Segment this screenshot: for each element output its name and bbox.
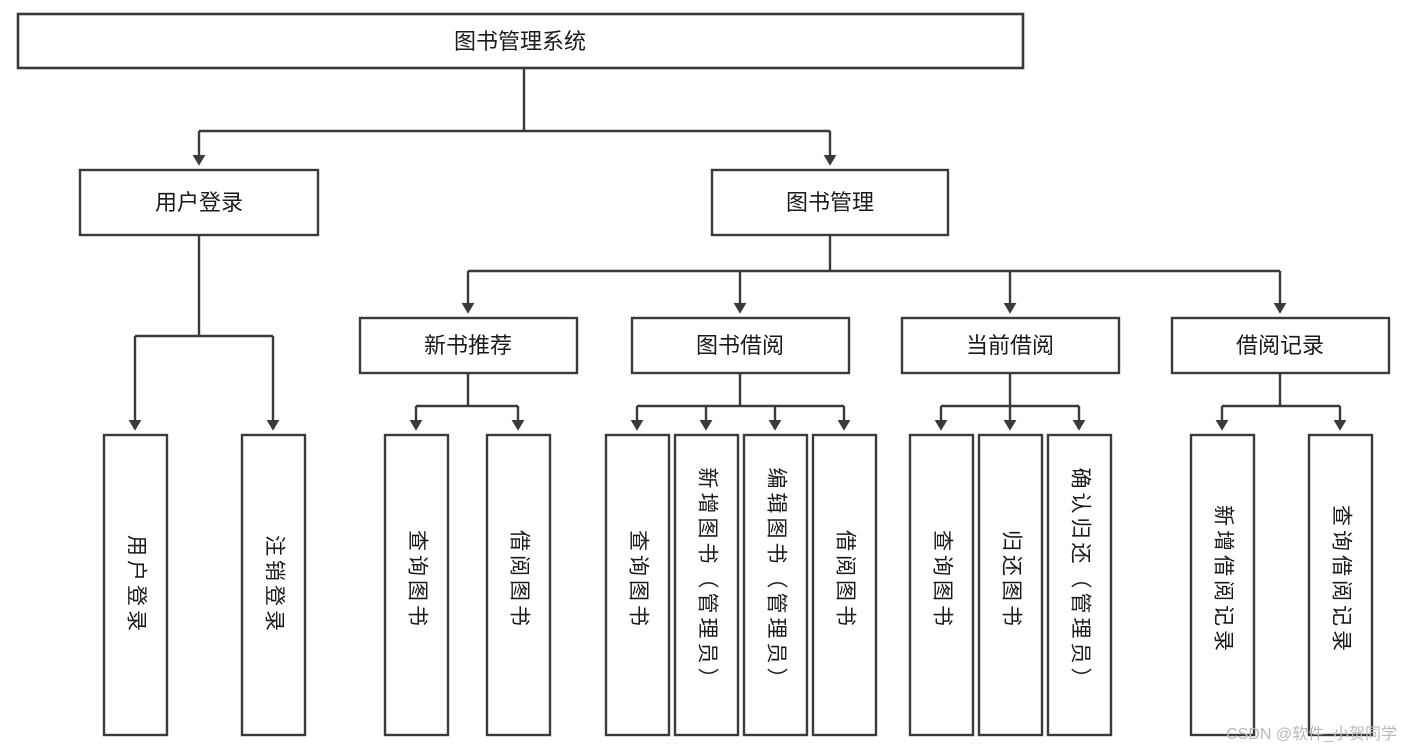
node-leaf-borrow-book-1-box[interactable]: [485, 433, 552, 737]
node-leaf-borrow-book-2-label: 借阅图书: [833, 530, 856, 630]
node-leaf-borrow-book-2[interactable]: 借阅图书: [811, 433, 878, 737]
node-leaf-query-book-2-label: 查询图书: [626, 530, 649, 630]
node-records[interactable]: 借阅记录: [1170, 316, 1391, 375]
node-bookmgmt-label: 图书管理: [786, 190, 874, 215]
node-current-box[interactable]: [900, 316, 1121, 375]
node-leaf-user-login-box[interactable]: [102, 433, 169, 737]
node-records-box[interactable]: [1170, 316, 1391, 375]
node-newbook-label: 新书推荐: [424, 333, 512, 358]
node-leaf-return-book-box[interactable]: [977, 433, 1044, 737]
node-login[interactable]: 用户登录: [78, 168, 320, 237]
node-login-box[interactable]: [78, 168, 320, 237]
node-leaf-query-book-3-label: 查询图书: [930, 530, 953, 630]
node-leaf-return-book-label: 归还图书: [999, 530, 1022, 630]
node-leaf-query-book-1-box[interactable]: [383, 433, 450, 737]
node-leaf-edit-book-label: 编辑图书（管理员）: [764, 468, 787, 693]
node-leaf-user-logout[interactable]: 注销登录: [240, 433, 307, 737]
node-leaf-add-record-box[interactable]: [1189, 433, 1256, 737]
node-leaf-user-login-label: 用户登录: [124, 535, 147, 635]
node-leaf-query-record-box[interactable]: [1307, 433, 1374, 737]
node-leaf-user-logout-box[interactable]: [240, 433, 307, 737]
node-leaf-confirm-return-box[interactable]: [1046, 433, 1113, 737]
node-root[interactable]: 图书管理系统: [16, 12, 1025, 70]
node-leaf-query-book-1-label: 查询图书: [405, 530, 428, 630]
node-leaf-edit-book-box[interactable]: [742, 433, 809, 737]
node-leaf-query-book-2-box[interactable]: [604, 433, 671, 737]
node-leaf-add-record-label: 新增借阅记录: [1211, 505, 1234, 655]
node-leaf-query-book-2[interactable]: 查询图书: [604, 433, 671, 737]
node-leaf-query-book-3[interactable]: 查询图书: [908, 433, 975, 737]
node-current[interactable]: 当前借阅: [900, 316, 1121, 375]
node-leaf-query-book-1[interactable]: 查询图书: [383, 433, 450, 737]
node-leaf-confirm-return-label: 确认归还（管理员）: [1068, 468, 1091, 693]
node-root-label: 图书管理系统: [454, 29, 586, 54]
node-leaf-add-book-label: 新增图书（管理员）: [695, 468, 718, 693]
node-current-label: 当前借阅: [966, 333, 1054, 358]
node-borrow-label: 图书借阅: [696, 333, 784, 358]
node-leaf-confirm-return[interactable]: 确认归还（管理员）: [1046, 433, 1113, 737]
node-leaf-return-book[interactable]: 归还图书: [977, 433, 1044, 737]
node-leaf-edit-book[interactable]: 编辑图书（管理员）: [742, 433, 809, 737]
node-leaf-query-record[interactable]: 查询借阅记录: [1307, 433, 1374, 737]
node-leaf-query-record-label: 查询借阅记录: [1329, 505, 1352, 655]
node-leaf-add-book-box[interactable]: [673, 433, 740, 737]
node-bookmgmt[interactable]: 图书管理: [710, 168, 950, 237]
node-leaf-add-record[interactable]: 新增借阅记录: [1189, 433, 1256, 737]
node-leaf-user-login[interactable]: 用户登录: [102, 433, 169, 737]
node-leaf-borrow-book-2-box[interactable]: [811, 433, 878, 737]
node-login-label: 用户登录: [155, 190, 243, 215]
node-leaf-add-book[interactable]: 新增图书（管理员）: [673, 433, 740, 737]
node-leaf-query-book-3-box[interactable]: [908, 433, 975, 737]
node-leaf-user-logout-label: 注销登录: [262, 535, 285, 635]
node-borrow-box[interactable]: [630, 316, 851, 375]
node-borrow[interactable]: 图书借阅: [630, 316, 851, 375]
node-leaf-borrow-book-1[interactable]: 借阅图书: [485, 433, 552, 737]
node-records-label: 借阅记录: [1236, 333, 1324, 358]
node-bookmgmt-box[interactable]: [710, 168, 950, 237]
node-newbook[interactable]: 新书推荐: [358, 316, 579, 375]
node-leaf-borrow-book-1-label: 借阅图书: [507, 530, 530, 630]
node-newbook-box[interactable]: [358, 316, 579, 375]
node-root-box[interactable]: [16, 12, 1025, 70]
connector-layer: [128, 68, 1347, 431]
